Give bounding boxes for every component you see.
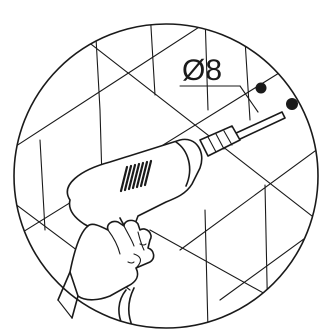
diameter-label: Ø8 [182,54,222,87]
drill-icon [67,112,285,241]
power-cord [119,288,134,330]
hand-icon [58,220,154,318]
drill-hole-icon [256,83,299,111]
